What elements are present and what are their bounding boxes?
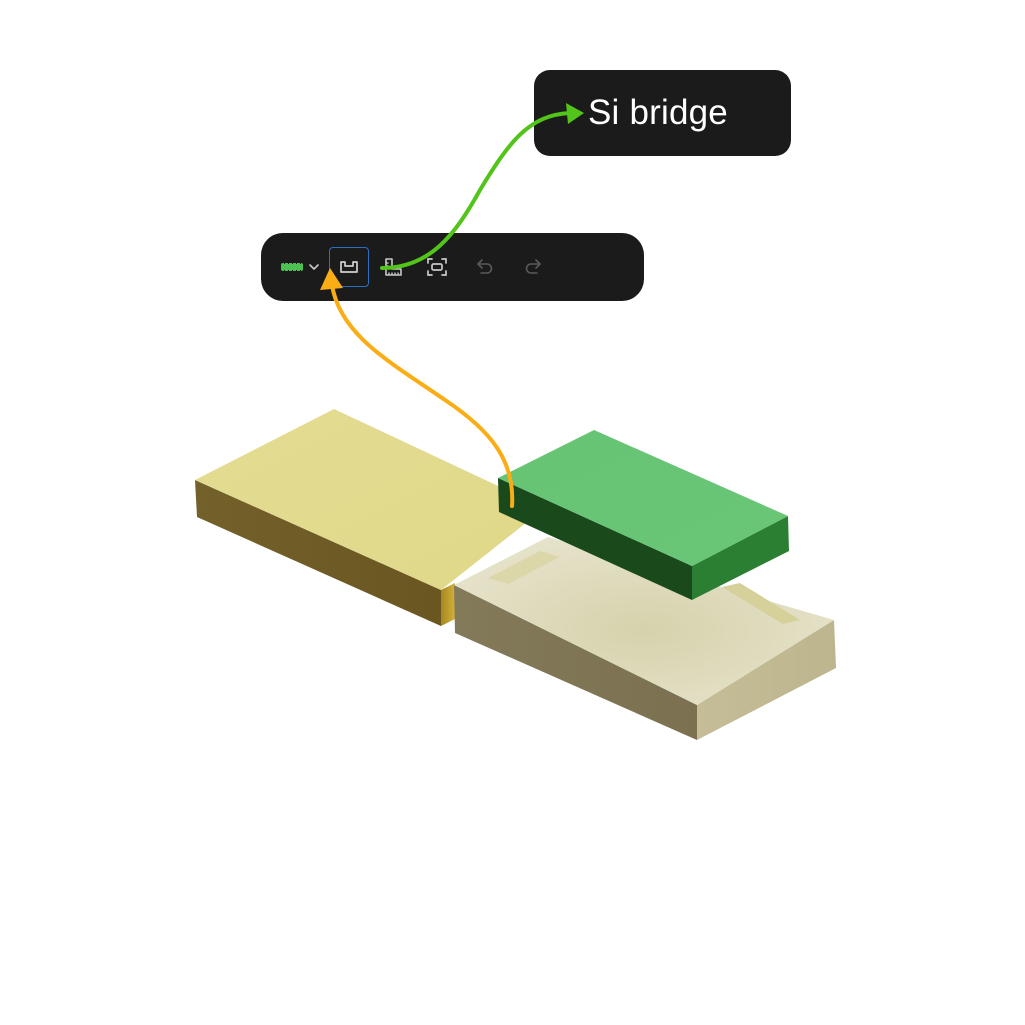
redo-icon xyxy=(525,259,541,274)
green-block-front-face xyxy=(498,478,692,600)
ruler-square-icon xyxy=(385,258,402,276)
tray-side-face xyxy=(697,620,836,740)
tray-front-face xyxy=(454,585,697,740)
tray-icon xyxy=(340,261,358,273)
focus-frame-icon xyxy=(427,258,447,276)
tray-groove-left xyxy=(488,551,560,584)
floating-toolbar xyxy=(261,233,644,301)
measure-tool-button[interactable] xyxy=(373,247,413,287)
green-chip-swatch-icon xyxy=(281,262,303,272)
tray-top-face xyxy=(454,537,834,705)
redo-button[interactable] xyxy=(513,247,553,287)
si-bridge-green-block[interactable] xyxy=(498,430,789,600)
chevron-down-icon xyxy=(309,264,319,270)
callout-label: Si bridge xyxy=(588,93,728,132)
material-select[interactable] xyxy=(275,253,325,281)
gold-block-front-face xyxy=(195,480,441,626)
si-bridge-callout: Si bridge xyxy=(534,70,791,156)
green-block-side-face xyxy=(692,516,789,600)
undo-icon xyxy=(477,259,493,274)
green-block-top-face xyxy=(498,430,788,566)
tray-tool-button[interactable] xyxy=(329,247,369,287)
tray-groove-right xyxy=(722,583,800,624)
undo-button[interactable] xyxy=(465,247,505,287)
focus-frame-button[interactable] xyxy=(417,247,457,287)
gold-block-side-face xyxy=(441,583,455,626)
beige-tray-block[interactable] xyxy=(454,537,836,740)
